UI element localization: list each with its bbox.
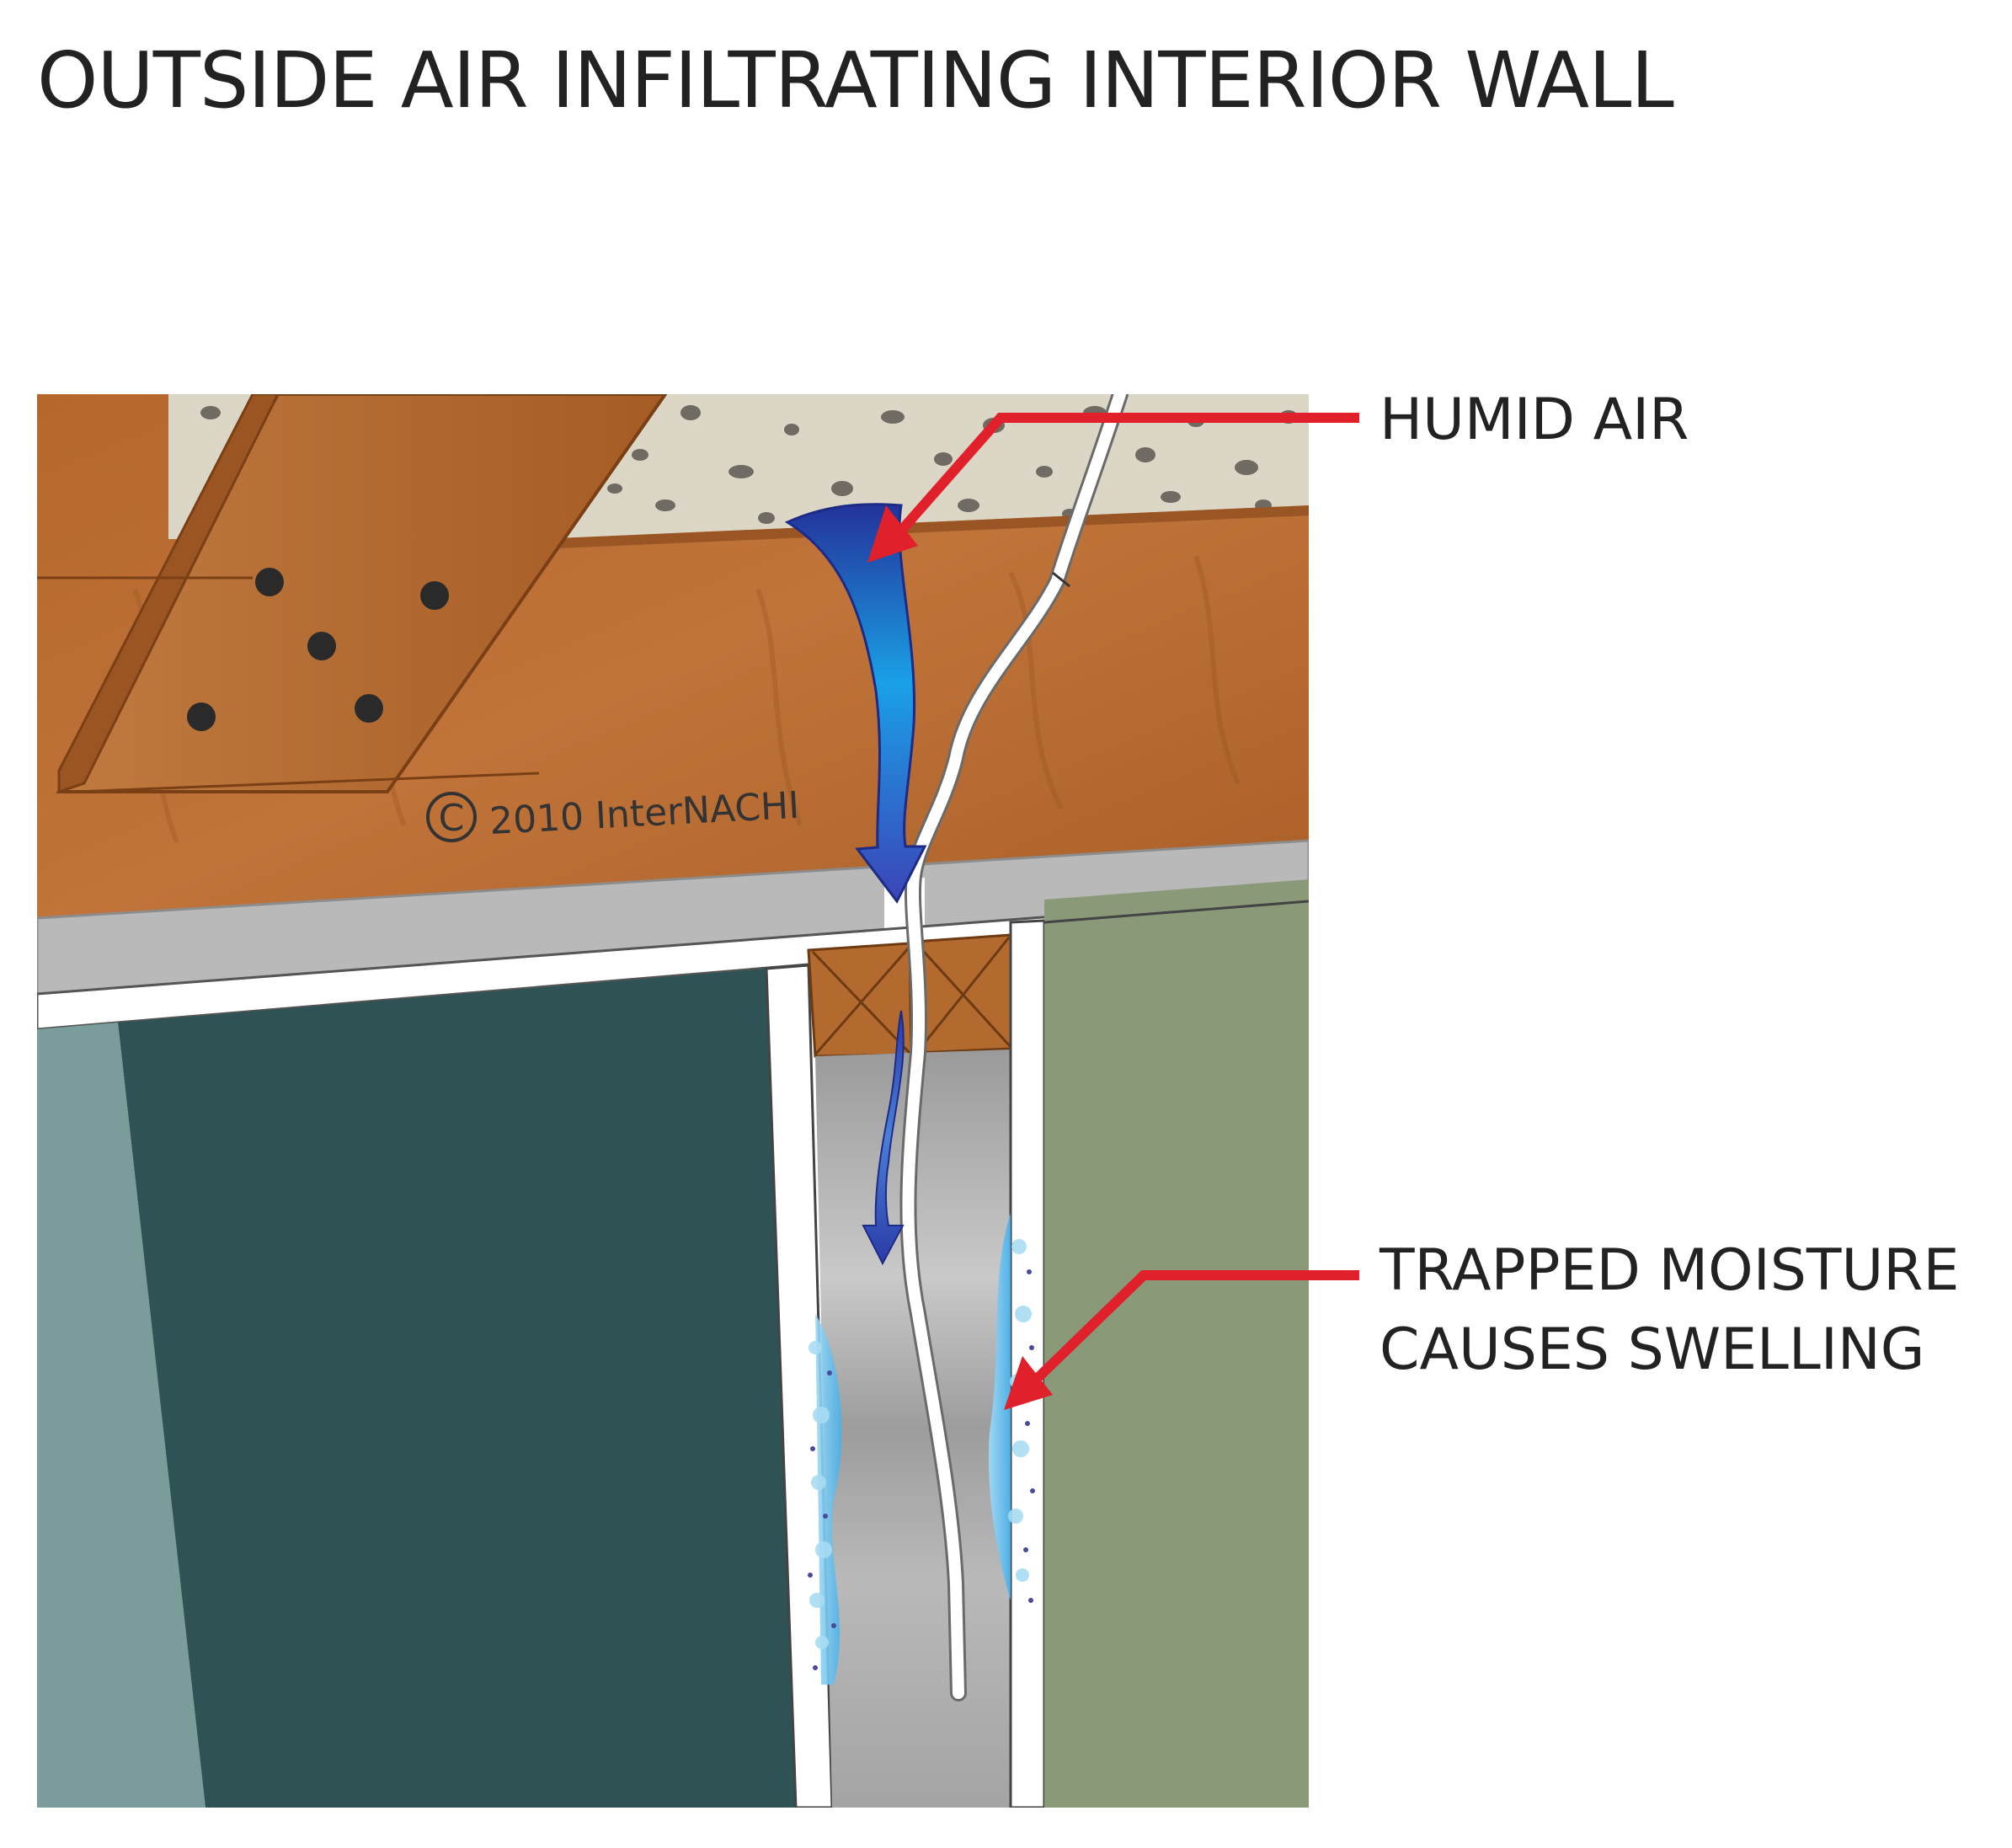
air-arrow-in-cavity xyxy=(862,1010,905,1266)
callout-trapped-moisture xyxy=(1030,1270,1359,1386)
callout-humid-air xyxy=(897,413,1359,534)
rim-board xyxy=(539,505,1309,549)
humid-air-label: HUMID AIR xyxy=(1380,381,1689,460)
humid-air-label-text: HUMID AIR xyxy=(1380,387,1689,453)
callout-trapped-moisture-head xyxy=(1004,1356,1053,1410)
humid-air-arrow xyxy=(784,503,927,904)
diagram-title: OUTSIDE AIR INFILTRATING INTERIOR WALL xyxy=(37,35,1674,126)
copyright-symbol: C xyxy=(439,797,465,840)
trapped-moisture-label-line1: TRAPPED MOISTURE xyxy=(1380,1237,1960,1304)
right-wall xyxy=(1044,879,1309,1808)
trapped-moisture-label: TRAPPED MOISTURE CAUSES SWELLING xyxy=(1380,1231,1959,1390)
left-wall-dark xyxy=(118,969,796,1808)
nail-holes xyxy=(187,568,449,731)
trapped-moisture-label-line2: CAUSES SWELLING xyxy=(1380,1316,1925,1383)
moisture-left xyxy=(808,1314,842,1685)
callout-humid-air-head xyxy=(867,505,918,563)
left-wall-light xyxy=(37,1023,205,1808)
